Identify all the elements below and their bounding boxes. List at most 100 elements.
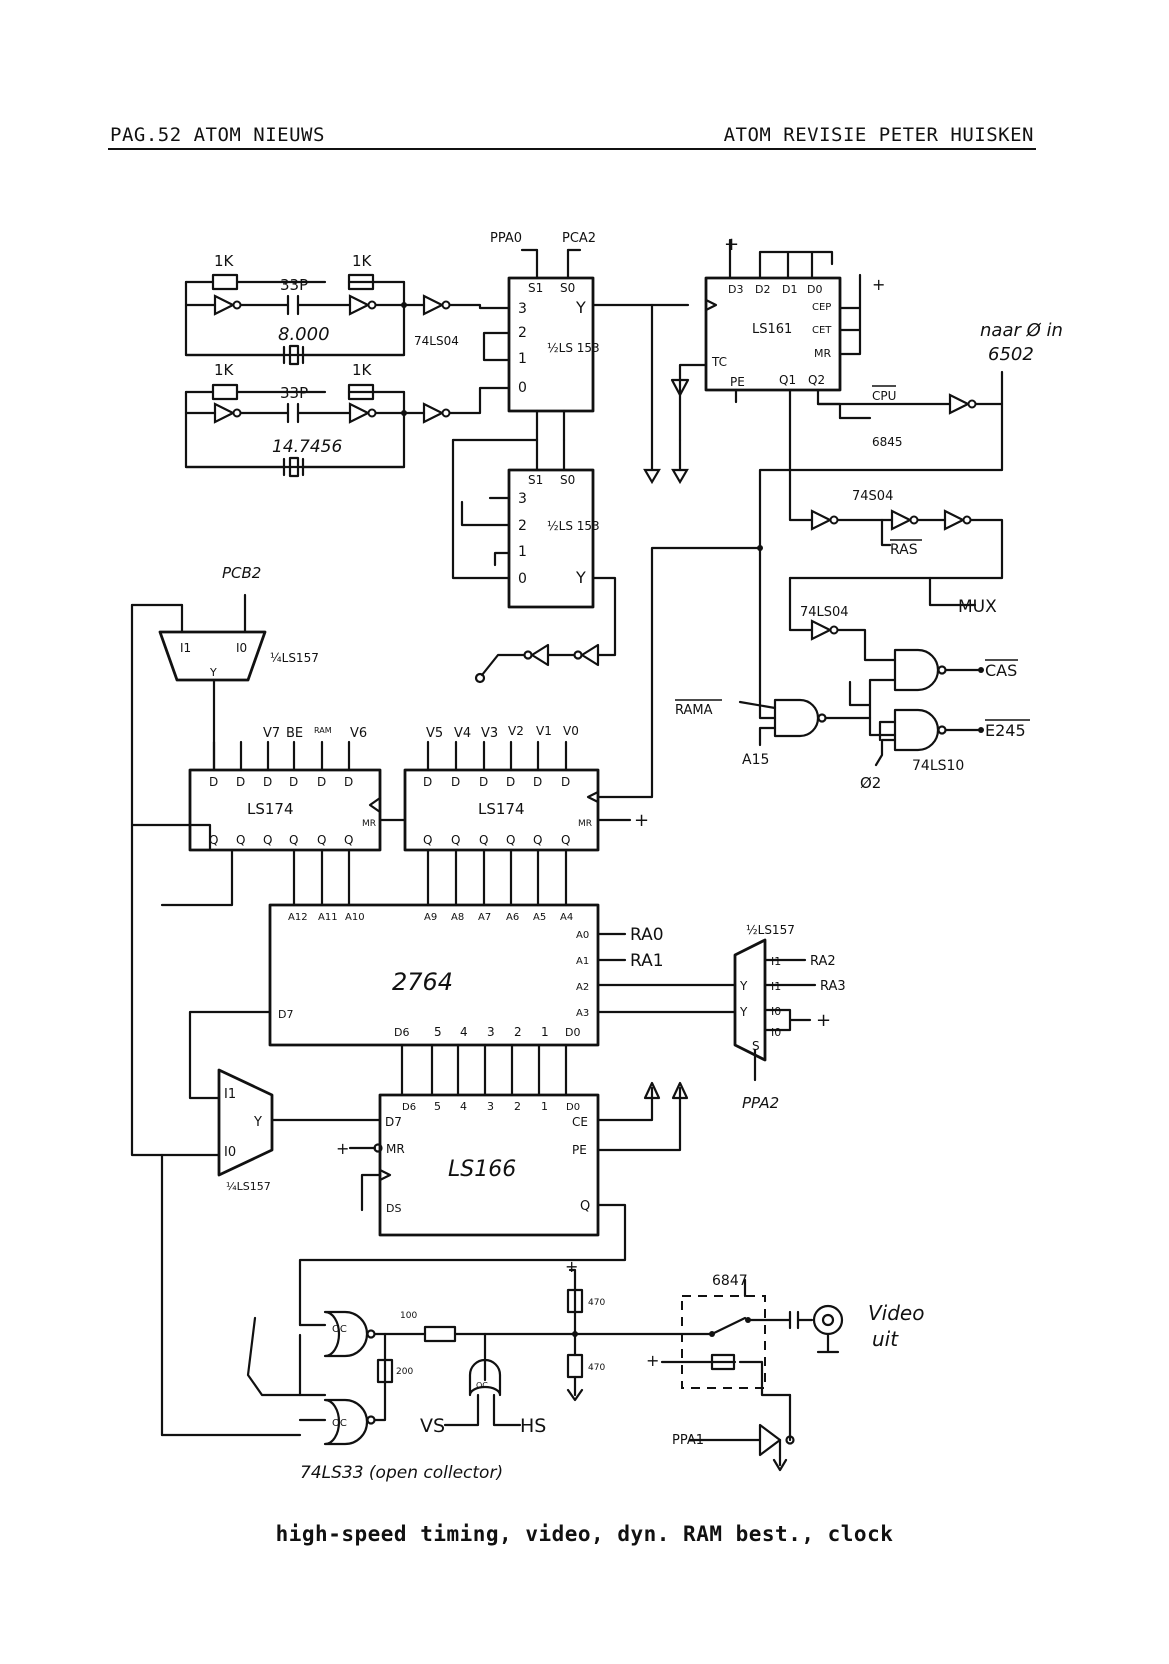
label-6502: 6502 [988,344,1034,365]
pin-0: 0 [518,571,527,587]
pin-q: Q [561,833,570,847]
label-v7: V7 [263,726,280,741]
inverter-chain [474,643,600,684]
pin-a1: A1 [576,956,589,967]
label-e245: E245 [985,721,1026,740]
pin-q: Q [451,833,460,847]
pin-d5: 5 [434,1025,442,1039]
pin-y: Y [575,568,586,587]
latch-ls174-2: + [403,768,649,852]
shift-register-ls166 [298,1081,689,1327]
inverter-osc1b [348,294,377,316]
pin-q: Q [317,833,326,847]
crystal-14mhz [288,456,300,478]
pin-3: 3 [518,301,527,317]
pin-a4: A4 [560,912,573,923]
label-oc3: OC [476,1381,488,1390]
pin-tc: TC [711,355,727,369]
pin-a5: A5 [533,912,546,923]
label-hs: HS [520,1415,546,1437]
pin-d6: D6 [394,1026,409,1039]
mux-ls153-2 [451,438,617,657]
label-ppa1: PPA1 [672,1433,704,1448]
figure-caption: high-speed timing, video, dyn. RAM best.… [275,1522,894,1546]
label-r470b: 470 [588,1363,605,1373]
pin-y: Y [575,298,586,317]
header-left: PAG.52 ATOM NIEUWS [110,124,325,146]
pin-d4: 4 [460,1100,467,1113]
pin-q2: Q2 [808,373,825,387]
pin-a6: A6 [506,912,519,923]
pin-q: Q [263,833,272,847]
pin-y2: Y [739,1005,748,1019]
plus-sign: + [634,810,649,831]
pin-pe: PE [730,375,745,389]
pin-ds: DS [386,1202,401,1215]
chip-name: 2764 [392,968,453,996]
label-a15: A15 [742,752,769,768]
label-cpu: CPU [872,389,896,403]
chip-name: ¼LS157 [270,651,319,665]
label-cas: CAS [985,661,1017,680]
pin-d: D [423,775,432,789]
eprom-2764 [188,903,737,1100]
plus-sign: + [565,1257,578,1276]
label-vs: VS [420,1415,445,1437]
pin-d: D [533,775,542,789]
chip-name: LS161 [752,322,792,337]
label-r100: 100 [400,1311,417,1321]
label-osc-r2: 1K [352,252,373,270]
pin-i1: I1 [180,641,191,655]
pin-i0: I0 [236,641,247,655]
pin-d: D [317,775,326,789]
or-gates-74ls33 [160,1316,522,1446]
pin-a2: A2 [576,982,589,993]
chip-name: ½LS 153 [547,341,600,355]
label-video: Video [868,1301,924,1325]
pin-1: 1 [518,544,527,560]
chip-name: LS174 [247,800,294,818]
label-ram: RAM [314,726,332,735]
label-osc-c2: 33P [280,384,308,402]
ras-inverters [788,468,1004,662]
label-v2: V2 [508,724,524,738]
pin-d: D [506,775,515,789]
pin-i0: I0 [771,1005,781,1018]
plus-sign: + [872,275,885,294]
pin-d: D [451,775,460,789]
label-v0: V0 [563,724,579,738]
pin-a0: A0 [576,930,589,941]
mux-ls157-top [130,593,267,772]
pin-d2: 2 [514,1025,522,1039]
pin-d0: D0 [566,1102,580,1113]
pin-cet: CET [812,325,832,336]
pin-q: Q [209,833,218,847]
label-phi2: Ø2 [860,774,881,792]
pin-y: Y [253,1115,262,1130]
label-v1: V1 [536,724,552,738]
pin-i1: I1 [224,1087,236,1102]
pin-a8: A8 [451,912,464,923]
label-inv2: 74S04 [852,489,893,504]
chip-name: LS174 [478,800,525,818]
inverter-osc1-buffer [422,294,451,316]
pin-q: Q [423,833,432,847]
latch-ls174-1 [188,768,407,852]
pin-d0: D0 [807,283,822,296]
pin-d1: 1 [541,1025,549,1039]
chip-name: LS166 [448,1157,516,1182]
label-v6: V6 [350,726,367,741]
label-v4: V4 [454,726,471,741]
pin-d3: 3 [487,1025,495,1039]
pin-d: D [561,775,570,789]
pin-d1: D1 [782,283,797,296]
pin-i1: I1 [771,955,781,968]
pin-ce: CE [572,1115,588,1129]
label-pca2: PCA2 [562,231,596,246]
label-osc-r3: 1K [214,361,235,379]
pin-d: D [289,775,298,789]
header-rule [108,148,1036,150]
pin-i1b: I1 [771,980,781,993]
pin-d2: 2 [514,1100,521,1113]
